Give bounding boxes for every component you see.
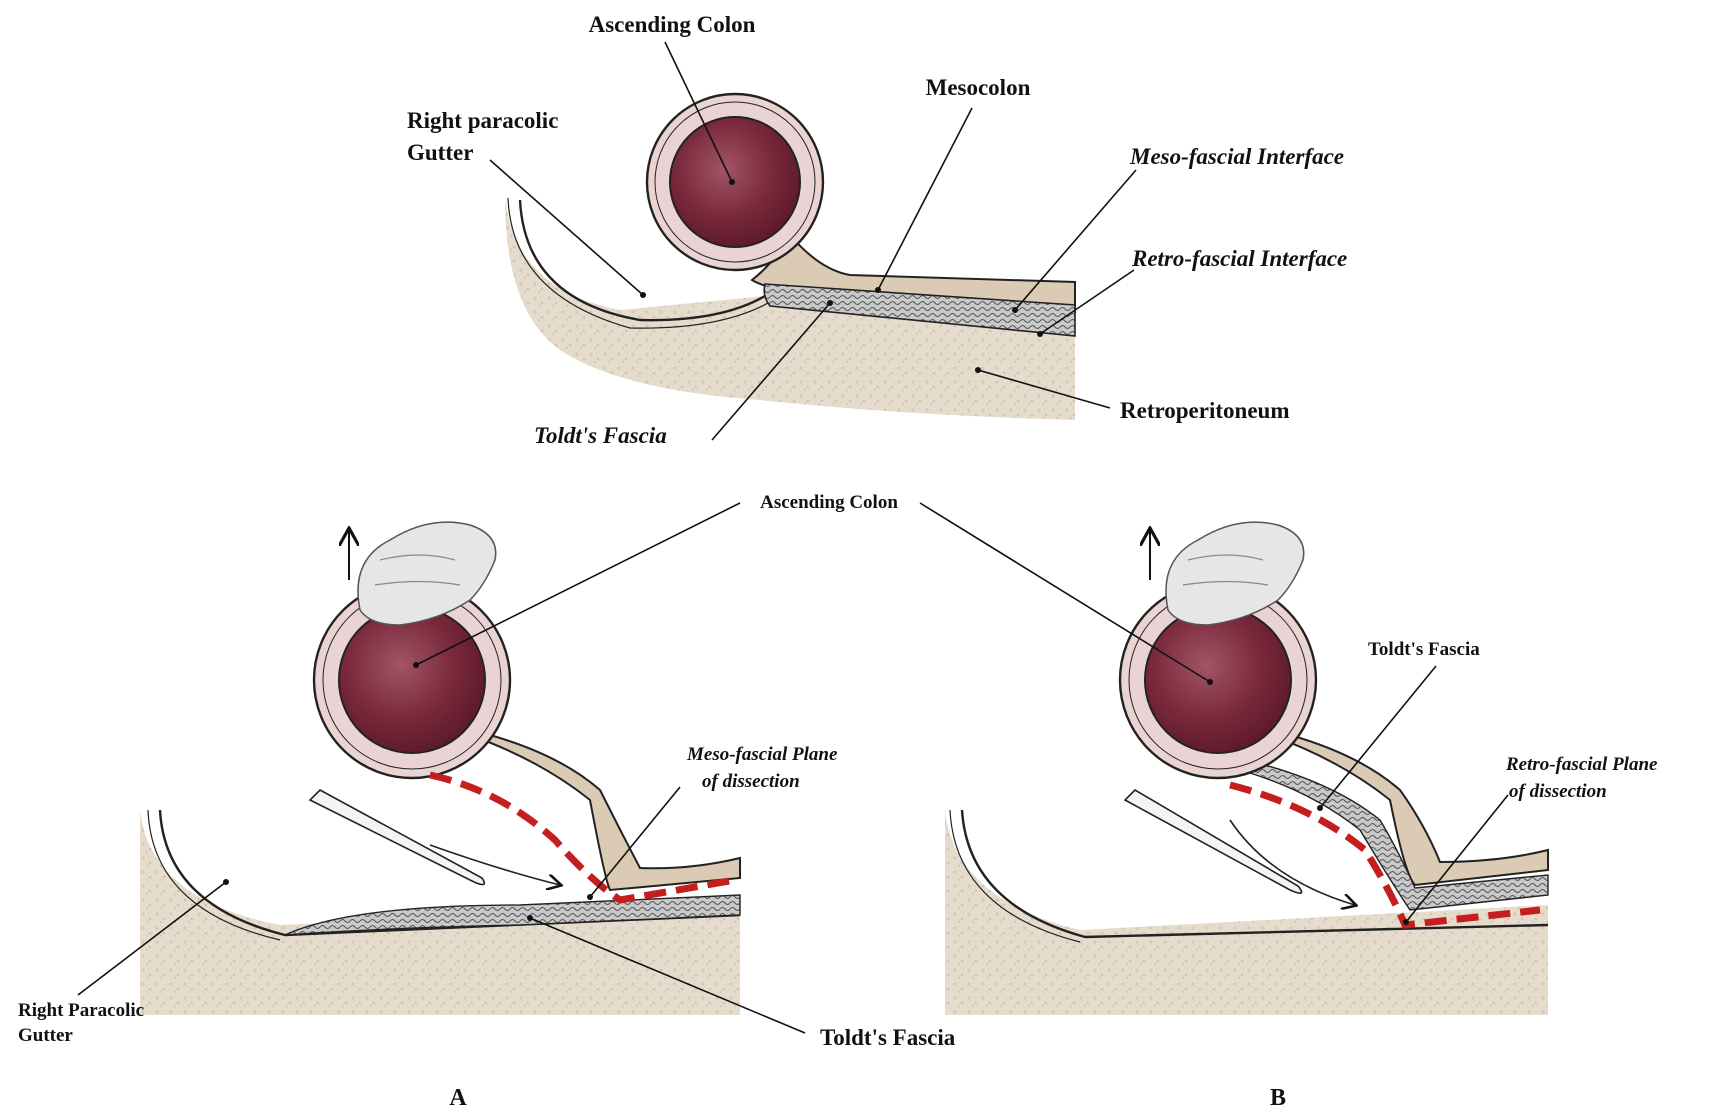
b-plane-label-2: of dissection — [1509, 781, 1607, 802]
a-toldts-fascia-label: Toldt's Fascia — [820, 1025, 956, 1050]
top-panel: Ascending Colon Mesocolon Right paracoli… — [407, 12, 1347, 448]
top-toldts-fascia-label: Toldt's Fascia — [534, 423, 667, 448]
top-mesocolon-label: Mesocolon — [926, 75, 1031, 100]
top-ascending-colon-label: Ascending Colon — [589, 12, 756, 37]
b-toldts-fascia-label: Toldt's Fascia — [1368, 639, 1480, 660]
panel-a: Meso-fascial Plane of dissection Right P… — [18, 522, 956, 1111]
panel-b: Toldt's Fascia Retro-fascial Plane of di… — [945, 522, 1658, 1111]
top-retro-fascial-label: Retro-fascial Interface — [1131, 246, 1347, 271]
panel-a-label: A — [449, 1085, 467, 1111]
b-colon-lumen — [1145, 607, 1291, 753]
a-colon-lumen — [339, 607, 485, 753]
top-right-paracolic-label-1: Right paracolic — [407, 108, 558, 133]
top-right-paracolic-label-2: Gutter — [407, 140, 473, 165]
top-meso-fascial-label: Meso-fascial Interface — [1129, 144, 1344, 169]
a-plane-label-2: of dissection — [702, 771, 800, 792]
b-forceps — [1125, 790, 1302, 893]
panel-b-label: B — [1270, 1085, 1286, 1111]
a-forceps — [310, 790, 484, 885]
bottom-ascending-colon-label: Ascending Colon — [760, 492, 898, 513]
b-plane-label-1: Retro-fascial Plane — [1505, 754, 1658, 775]
top-retroperitoneum-label: Retroperitoneum — [1120, 398, 1289, 423]
a-gutter-label-1: Right Paracolic — [18, 1000, 144, 1021]
a-plane-label-1: Meso-fascial Plane — [686, 744, 838, 765]
a-gutter-label-2: Gutter — [18, 1025, 73, 1046]
